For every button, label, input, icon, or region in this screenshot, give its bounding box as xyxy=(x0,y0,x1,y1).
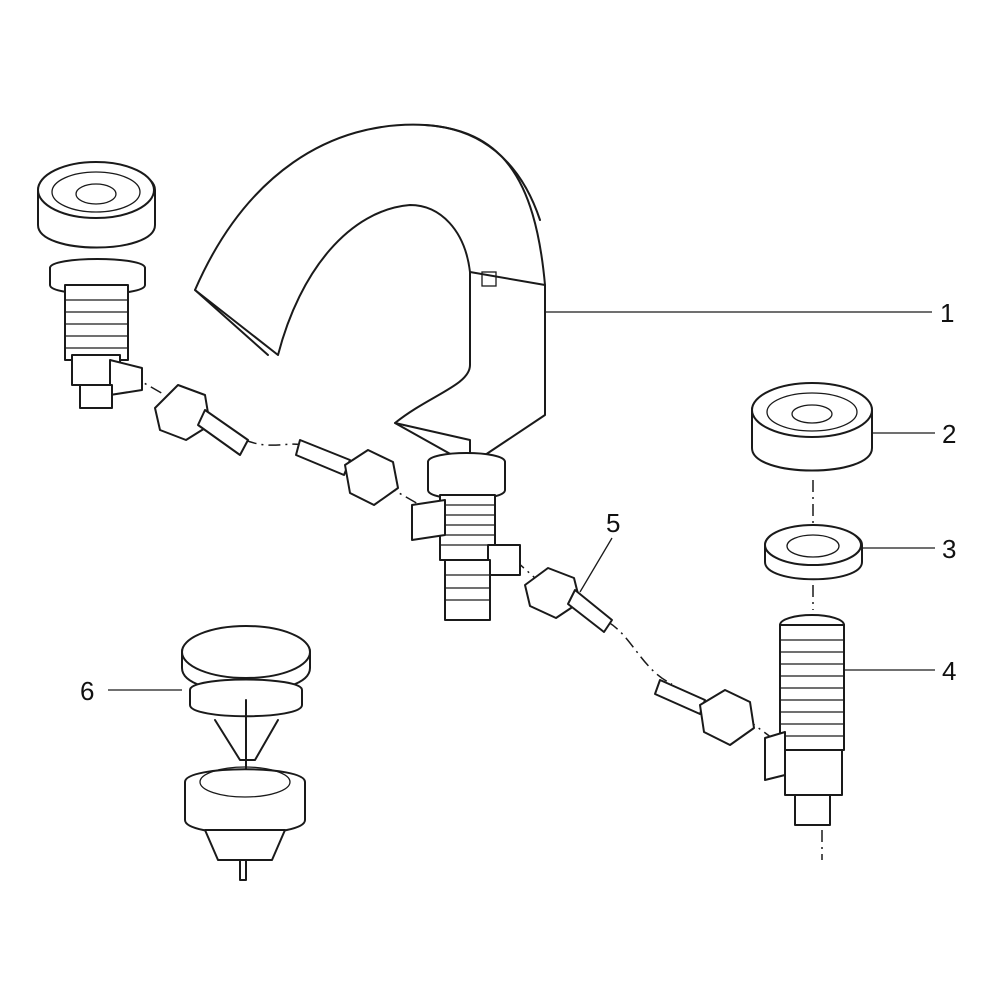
left-valve-body xyxy=(64,284,129,361)
left-handle-top xyxy=(37,161,155,219)
left-valve-thread xyxy=(65,299,128,349)
right-valve-body xyxy=(764,614,845,826)
right-flange-nut xyxy=(764,524,863,581)
drain-body-opening xyxy=(199,766,291,798)
tee-right-port xyxy=(487,544,521,576)
left-handle-dial-ring xyxy=(51,171,141,213)
tee-outlet-thread xyxy=(445,574,490,601)
callout-label-2: 2 xyxy=(942,419,956,449)
spout-top-edge xyxy=(424,124,541,221)
drain-tail-pin xyxy=(239,859,247,881)
left-hose xyxy=(154,384,399,506)
spout-assembly xyxy=(194,123,546,621)
spout-shank-thread xyxy=(440,504,495,546)
right-hose-nut-b xyxy=(699,689,755,746)
callout-1: 1 xyxy=(545,298,954,328)
spout-body xyxy=(194,123,546,466)
right-hose xyxy=(524,567,755,746)
drain-flange xyxy=(189,678,303,718)
left-valve-port xyxy=(109,359,143,396)
callout-label-4: 4 xyxy=(942,656,956,686)
drain-cap-top xyxy=(181,625,311,679)
brand-logo-mark xyxy=(481,271,497,287)
callout-2: 2 xyxy=(872,419,956,449)
left-hose-tube-a xyxy=(197,409,249,456)
flange-nut-top xyxy=(764,524,862,566)
callout-4: 4 xyxy=(844,656,956,686)
left-valve-assembly xyxy=(37,161,156,409)
callout-label-1: 1 xyxy=(940,298,954,328)
tee-left-port xyxy=(411,499,446,541)
left-hose-nut-b xyxy=(344,449,399,506)
right-valve-thread xyxy=(780,639,844,737)
tee-outlet xyxy=(444,559,491,621)
callout-label-3: 3 xyxy=(942,534,956,564)
left-valve-outlet xyxy=(79,384,113,409)
assembly-axis-right xyxy=(812,480,823,860)
drain-spring-cage xyxy=(214,719,279,761)
callout-label-5: 5 xyxy=(606,508,620,538)
drain-tail xyxy=(204,829,286,861)
right-handle-spindle xyxy=(791,404,833,424)
flange-nut-hole xyxy=(786,534,840,558)
spout-nut xyxy=(427,452,506,500)
callout-5: 5 xyxy=(579,508,620,593)
right-hose-tube-b xyxy=(654,679,706,715)
right-hose-nut-a xyxy=(524,567,581,619)
right-handle-dial-ring xyxy=(766,392,858,432)
right-handle-top xyxy=(751,382,873,438)
callout-6: 6 xyxy=(80,676,182,706)
right-hose-tube-a xyxy=(567,589,613,633)
spout-outlet-edge xyxy=(194,289,269,356)
drain-body xyxy=(184,768,306,835)
left-hose-tube-b xyxy=(295,439,351,476)
callout-3: 3 xyxy=(862,534,956,564)
callout-label-6: 6 xyxy=(80,676,94,706)
left-handle-spindle xyxy=(75,183,117,205)
right-handle xyxy=(751,382,873,472)
assembly-line-right-b xyxy=(607,621,673,685)
left-hose-nut-a xyxy=(154,384,211,441)
right-valve-port xyxy=(764,731,786,781)
pop-up-drain xyxy=(181,625,311,881)
right-valve-outlet xyxy=(794,794,831,826)
leader-line-5 xyxy=(579,537,613,593)
assembly-line-left-b xyxy=(244,439,313,449)
right-valve-elbow xyxy=(784,749,843,796)
